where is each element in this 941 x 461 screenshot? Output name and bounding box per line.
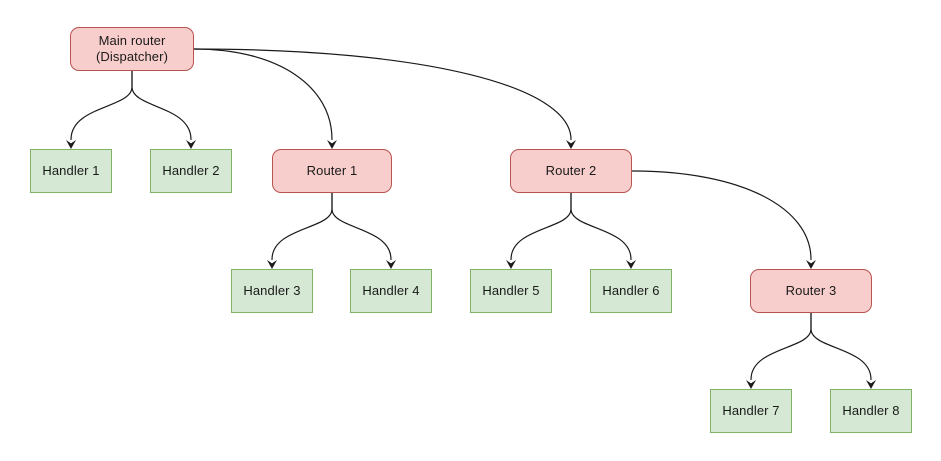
node-label: Main router (Dispatcher) (96, 33, 168, 64)
edge-r2-h5-path (510, 192, 572, 261)
edge-r3-h8-path (810, 312, 872, 381)
node-router-2[interactable]: Router 2 (510, 149, 632, 193)
node-handler-4[interactable]: Handler 4 (350, 269, 432, 313)
node-router-3[interactable]: Router 3 (750, 269, 872, 313)
node-label: Router 2 (545, 163, 597, 179)
edge-r1-h3-path (271, 192, 333, 261)
edge-r3-h7-path (750, 312, 812, 381)
edge-r1-h4-path (331, 192, 392, 261)
node-label: Router 1 (306, 163, 358, 179)
node-label: Handler 5 (482, 283, 540, 299)
edge-r2-h6-arrow (626, 260, 636, 269)
edge-r2-h6-path (570, 192, 632, 261)
edge-main-h2-path (131, 70, 192, 141)
edge-main-h1-path (70, 70, 133, 141)
edge-main-r1-arrow (327, 140, 337, 149)
node-handler-1[interactable]: Handler 1 (30, 149, 112, 193)
node-handler-2[interactable]: Handler 2 (150, 149, 232, 193)
node-label: Handler 1 (42, 163, 100, 179)
edge-main-r2-path (193, 48, 572, 141)
node-label: Handler 2 (162, 163, 220, 179)
node-label: Router 3 (785, 283, 837, 299)
node-router-1[interactable]: Router 1 (272, 149, 392, 193)
node-handler-7[interactable]: Handler 7 (710, 389, 792, 433)
edge-r1-h3-arrow (267, 260, 277, 269)
node-main-router[interactable]: Main router (Dispatcher) (70, 27, 194, 71)
edge-main-r1-path (193, 48, 333, 141)
edge-main-r2-arrow (566, 140, 576, 149)
edge-r3-h8-arrow (866, 380, 876, 389)
node-handler-5[interactable]: Handler 5 (470, 269, 552, 313)
node-label: Handler 7 (722, 403, 780, 419)
edge-main-h1-arrow (66, 140, 76, 149)
node-label: Handler 4 (362, 283, 420, 299)
edge-r3-h7-arrow (746, 380, 756, 389)
node-handler-3[interactable]: Handler 3 (231, 269, 313, 313)
edge-r1-h4-arrow (386, 260, 396, 269)
node-label: Handler 8 (842, 403, 900, 419)
edge-main-h2-arrow (186, 140, 196, 149)
edge-r2-r3-arrow (806, 260, 816, 269)
node-label: Handler 3 (243, 283, 301, 299)
node-handler-6[interactable]: Handler 6 (590, 269, 672, 313)
node-label: Handler 6 (602, 283, 660, 299)
node-handler-8[interactable]: Handler 8 (830, 389, 912, 433)
edge-r2-h5-arrow (506, 260, 516, 269)
edge-r2-r3-path (631, 170, 812, 261)
